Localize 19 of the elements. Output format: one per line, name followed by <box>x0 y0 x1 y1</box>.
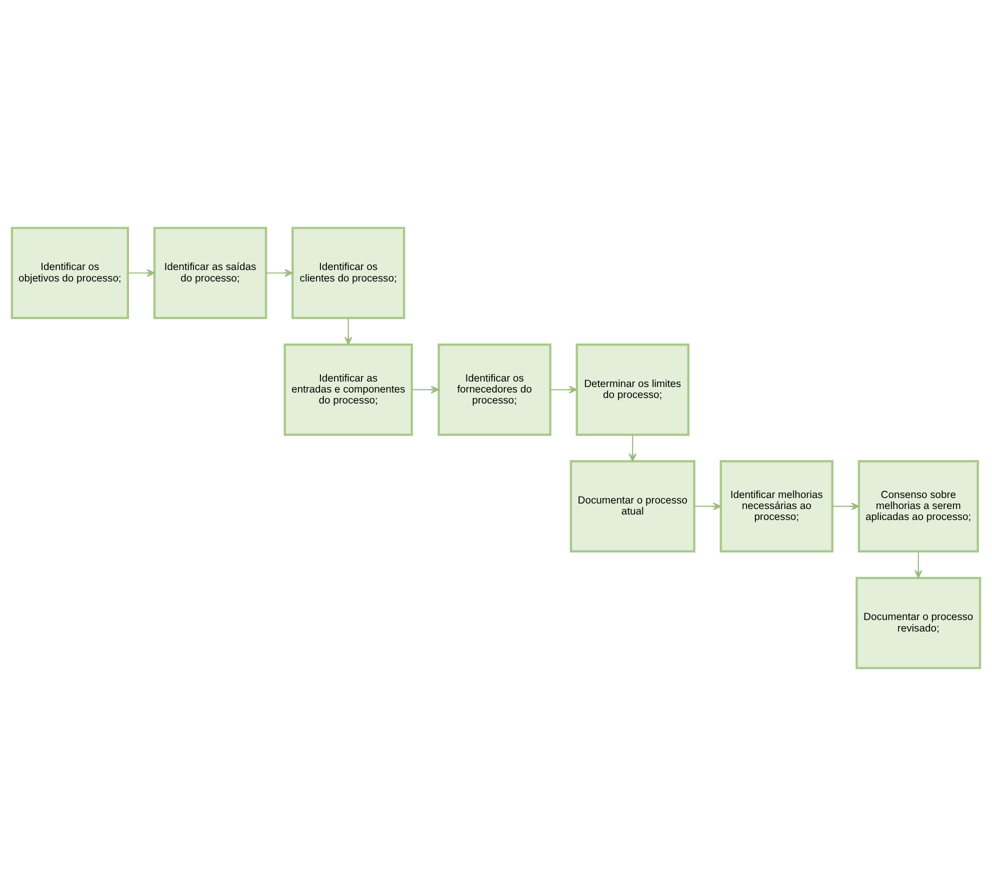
arrow <box>914 550 922 578</box>
arrow <box>550 385 578 394</box>
node-box: Documentar o processo atual <box>570 460 696 552</box>
node-box: Identificar as entradas e componentes do processo; <box>284 343 413 436</box>
arrow <box>128 268 156 276</box>
arrow <box>412 385 440 394</box>
arrow <box>628 434 636 462</box>
arrow <box>266 268 293 276</box>
node-box: Identificar os objetivos do processo; <box>10 226 129 319</box>
node-box: Identificar os fornecedores do processo; <box>438 343 552 436</box>
arrow <box>344 318 352 345</box>
node-box: Identificar melhorias necessárias ao processo; <box>720 460 834 552</box>
node-box: Determinar os limites do processo; <box>576 343 690 436</box>
node-box: Consenso sobre melhorias a serem aplicadas ao processo; <box>858 460 979 552</box>
node-box: Identificar as saídas do processo; <box>153 226 268 319</box>
arrow <box>832 502 860 510</box>
arrow <box>694 502 722 510</box>
node-box: Identificar os clientes do processo; <box>291 226 406 319</box>
node-box: Documentar o processo revisado; <box>856 576 982 669</box>
